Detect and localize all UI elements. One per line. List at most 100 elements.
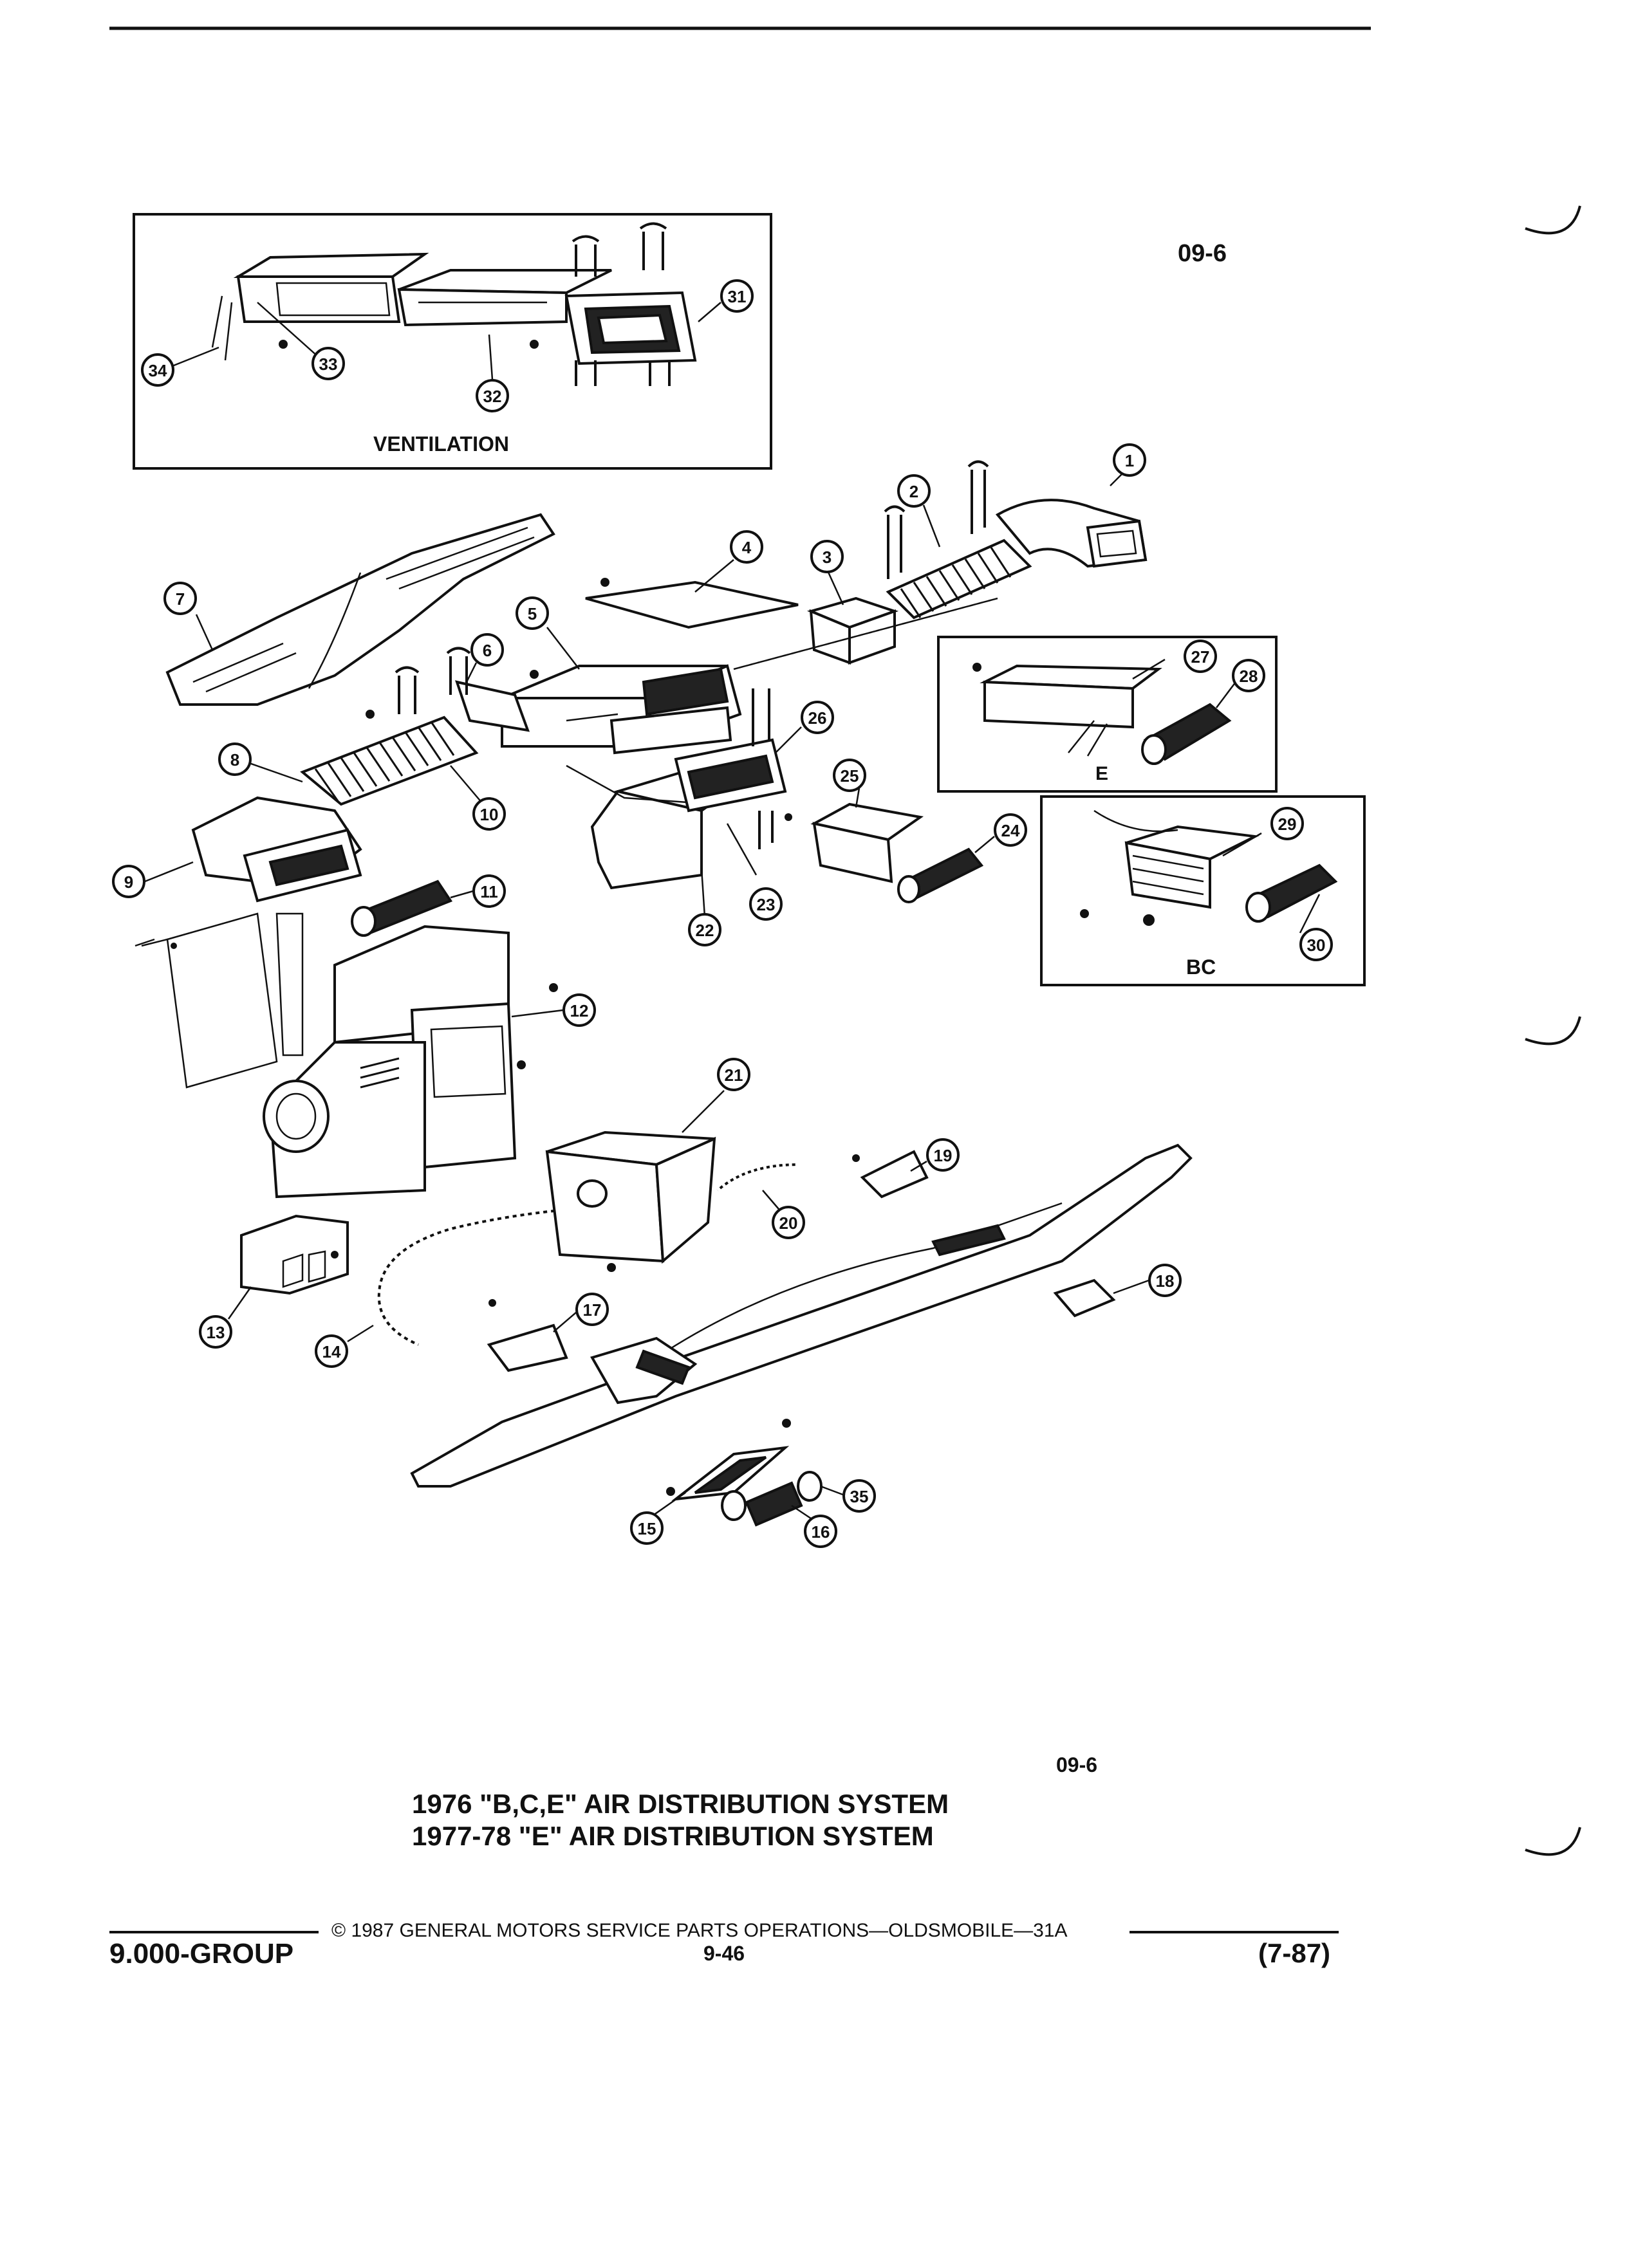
- callout-number: 5: [528, 604, 537, 623]
- callout-circle: [688, 913, 721, 946]
- callout-33: 33: [311, 347, 345, 380]
- callout-number: 16: [812, 1522, 830, 1542]
- callout-number: 11: [480, 882, 498, 901]
- callout-3: 3: [810, 540, 844, 573]
- ventilation-inset: [133, 213, 772, 470]
- callout-number: 12: [570, 1001, 589, 1020]
- callout-circle: [810, 540, 844, 573]
- callout-circle: [1184, 640, 1217, 673]
- callout-27: 27: [1184, 640, 1217, 673]
- callout-29: 29: [1270, 807, 1304, 840]
- callout-number: 22: [696, 921, 714, 940]
- callout-number: 14: [322, 1342, 341, 1361]
- callout-circle: [1148, 1264, 1182, 1297]
- callout-circle: [1113, 443, 1146, 477]
- callout-circle: [804, 1515, 837, 1548]
- callout-23: 23: [749, 887, 783, 921]
- callout-circle: [516, 596, 549, 630]
- title-line-1: 1976 "B,C,E" AIR DISTRIBUTION SYSTEM: [412, 1789, 949, 1819]
- callout-4: 4: [730, 530, 763, 564]
- group-label: 9.000-GROUP: [109, 1938, 294, 1969]
- callout-circle: [630, 1511, 664, 1545]
- callout-number: 33: [319, 355, 338, 374]
- callout-number: 9: [124, 872, 133, 892]
- callout-number: 26: [808, 708, 827, 728]
- figure-code-bottom: 09-6: [1056, 1753, 1098, 1776]
- callout-10: 10: [472, 797, 506, 831]
- title-line-2: 1977-78 "E" AIR DISTRIBUTION SYSTEM: [412, 1821, 934, 1851]
- callout-31: 31: [720, 279, 754, 313]
- callout-number: 6: [483, 641, 492, 660]
- callout-18: 18: [1148, 1264, 1182, 1297]
- callout-34: 34: [141, 353, 174, 387]
- figure-code-top: 09-6: [1178, 240, 1227, 267]
- binder-mark-top: [1525, 205, 1581, 235]
- e-inset: [937, 636, 1278, 793]
- callout-circle: [218, 742, 252, 776]
- callout-number: 7: [176, 589, 185, 609]
- callout-circle: [562, 993, 596, 1027]
- callout-number: 15: [638, 1519, 656, 1538]
- callout-13: 13: [199, 1315, 232, 1349]
- callout-11: 11: [472, 874, 506, 908]
- callout-number: 23: [757, 895, 776, 914]
- callout-circle: [1299, 928, 1333, 961]
- callout-32: 32: [476, 379, 509, 412]
- callout-number: 17: [583, 1300, 602, 1320]
- callout-circle: [720, 279, 754, 313]
- callout-5: 5: [516, 596, 549, 630]
- callout-24: 24: [994, 813, 1027, 847]
- callout-28: 28: [1232, 659, 1265, 692]
- callout-number: 18: [1156, 1271, 1175, 1291]
- callout-16: 16: [804, 1515, 837, 1548]
- callout-15: 15: [630, 1511, 664, 1545]
- callout-circle: [717, 1058, 750, 1091]
- callout-19: 19: [926, 1138, 960, 1172]
- callout-circle: [199, 1315, 232, 1349]
- callout-circle: [472, 874, 506, 908]
- e-inset-label: E: [1095, 763, 1109, 784]
- callout-25: 25: [833, 759, 866, 792]
- e-inset-frame: [937, 636, 1278, 793]
- binder-mark-bottom: [1525, 1827, 1581, 1856]
- callout-number: 25: [841, 766, 859, 786]
- callout-number: 1: [1125, 451, 1134, 470]
- callout-circle: [163, 582, 197, 615]
- callout-35: 35: [842, 1479, 876, 1513]
- callout-circle: [141, 353, 174, 387]
- callout-6: 6: [470, 633, 504, 667]
- callout-number: 35: [850, 1487, 869, 1506]
- binder-mark-middle: [1525, 1016, 1581, 1046]
- callout-number: 2: [909, 482, 918, 501]
- callout-circle: [476, 379, 509, 412]
- callout-number: 32: [483, 387, 502, 406]
- callout-circle: [897, 474, 931, 508]
- callout-12: 12: [562, 993, 596, 1027]
- callout-number: 24: [1001, 821, 1020, 840]
- callout-8: 8: [218, 742, 252, 776]
- callout-circle: [801, 701, 834, 734]
- callout-circle: [833, 759, 866, 792]
- ventilation-inset-frame: [133, 213, 772, 470]
- callout-number: 8: [230, 750, 239, 770]
- callout-number: 30: [1307, 936, 1326, 955]
- callout-number: 21: [725, 1065, 743, 1085]
- callout-21: 21: [717, 1058, 750, 1091]
- callout-circle: [575, 1293, 609, 1326]
- callout-30: 30: [1299, 928, 1333, 961]
- callout-circle: [311, 347, 345, 380]
- footer-rule-right: [1130, 1931, 1339, 1933]
- callout-number: 4: [742, 538, 752, 557]
- callout-circle: [926, 1138, 960, 1172]
- callout-1: 1: [1113, 443, 1146, 477]
- callout-14: 14: [315, 1334, 348, 1368]
- callout-number: 29: [1278, 815, 1297, 834]
- ventilation-label: VENTILATION: [373, 432, 509, 456]
- callout-number: 31: [728, 287, 747, 306]
- callout-number: 19: [934, 1146, 953, 1165]
- callout-circle: [1270, 807, 1304, 840]
- callout-9: 9: [112, 865, 145, 898]
